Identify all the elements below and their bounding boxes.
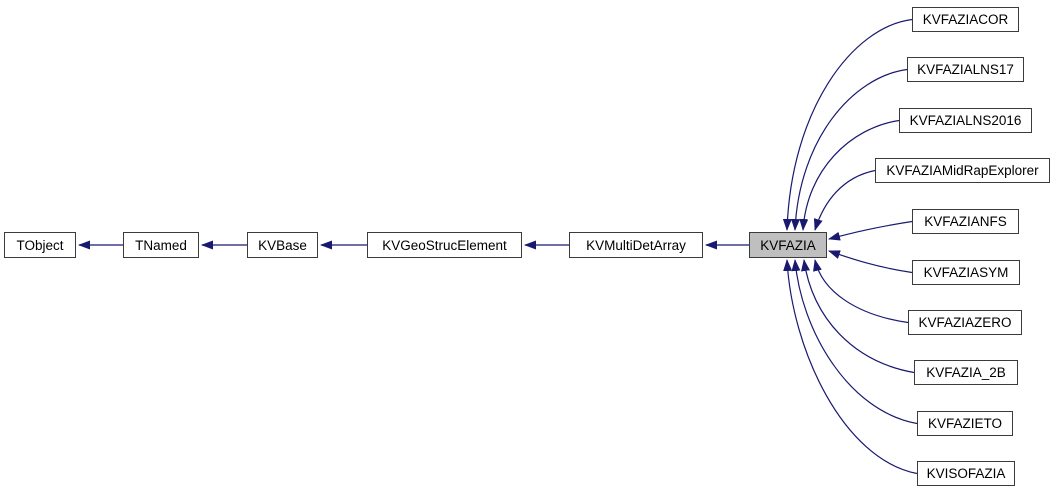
node-kvmultidetarray[interactable]: KVMultiDetArray bbox=[569, 232, 703, 258]
node-kvfazia[interactable]: KVFAZIA bbox=[749, 232, 827, 258]
edge-kvfazia_2b-to-kvfazia bbox=[801, 259, 915, 374]
node-tobject[interactable]: TObject bbox=[4, 232, 76, 258]
node-kvbase[interactable]: KVBase bbox=[247, 232, 318, 258]
edge-kvfaziamidrapexplorer-to-kvfazia bbox=[813, 169, 876, 231]
edge-kvisofazia-to-kvfazia bbox=[783, 259, 918, 475]
edge-kvfazialns17-to-kvfazia bbox=[790, 68, 908, 231]
node-kvfaziazero[interactable]: KVFAZIAZERO bbox=[908, 310, 1022, 335]
edge-kvfaziacor-to-kvfazia bbox=[782, 18, 913, 231]
node-kvisofazia[interactable]: KVISOFAZIA bbox=[917, 461, 1015, 486]
node-kvfazianfs[interactable]: KVFAZIANFS bbox=[912, 209, 1019, 234]
node-kvgeostrucelement[interactable]: KVGeoStrucElement bbox=[367, 232, 522, 258]
node-kvfazia_2b[interactable]: KVFAZIA_2B bbox=[914, 360, 1018, 385]
edge-kvfazianfs-to-kvfazia bbox=[828, 220, 913, 241]
node-kvfazialns17[interactable]: KVFAZIALNS17 bbox=[907, 57, 1024, 82]
node-tnamed[interactable]: TNamed bbox=[123, 232, 199, 258]
edge-kvfaziazero-to-kvfazia bbox=[813, 259, 909, 324]
node-kvfazieto[interactable]: KVFAZIETO bbox=[917, 411, 1013, 436]
edge-kvfazieto-to-kvfazia bbox=[791, 259, 918, 425]
node-kvfazialns2016[interactable]: KVFAZIALNS2016 bbox=[899, 108, 1032, 133]
node-kvfaziasym[interactable]: KVFAZIASYM bbox=[912, 260, 1020, 285]
node-kvfaziamidrapexplorer[interactable]: KVFAZIAMidRapExplorer bbox=[875, 158, 1050, 183]
edge-kvfaziasym-to-kvfazia bbox=[828, 250, 913, 274]
node-kvfaziacor[interactable]: KVFAZIACOR bbox=[912, 7, 1019, 32]
